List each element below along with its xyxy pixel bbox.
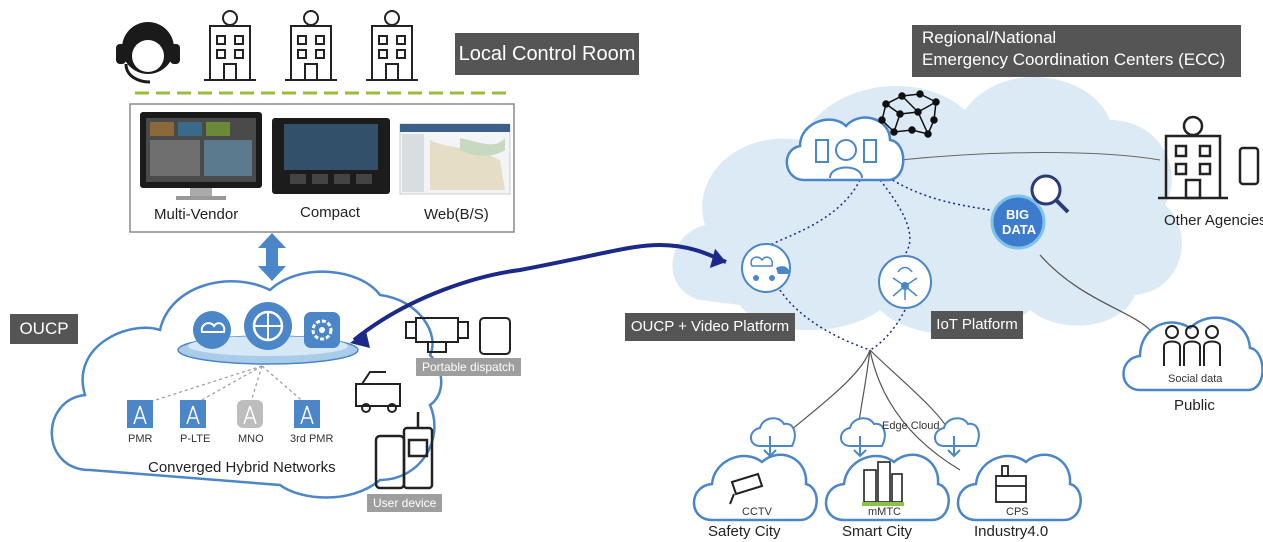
ecc-title-line1: Regional/National (922, 28, 1057, 47)
agency-building-icon (1158, 115, 1260, 200)
oucp-icons (193, 302, 340, 350)
iot-icon (878, 255, 932, 309)
network-plte-label: P-LTE (180, 433, 211, 445)
vehicle-icon (355, 371, 401, 413)
smart-city-label: Smart City (842, 523, 913, 540)
public-label: Public (1174, 397, 1215, 414)
client-multi-vendor-label: Multi-Vendor (154, 206, 239, 223)
compact-screen (272, 118, 390, 194)
client-compact-label: Compact (300, 204, 361, 221)
network-pmr-label: PMR (128, 433, 153, 445)
upload-cloud-icons (750, 417, 980, 458)
local-control-room-title: Local Control Room (455, 33, 639, 75)
agent-icon (116, 22, 180, 84)
portable-devices (405, 317, 511, 355)
multi-vendor-screen (140, 112, 262, 200)
web-screen (399, 123, 511, 195)
social-data-label: Social data (1168, 373, 1223, 385)
oucp-cloud (50, 270, 443, 499)
edge-mmtc-label: mMTC (868, 506, 901, 518)
iot-platform-label: IoT Platform (931, 311, 1023, 339)
command-cloud-icon (785, 116, 905, 182)
edge-cloud-industry (956, 453, 1082, 522)
edge-cps-label: CPS (1006, 506, 1029, 518)
user-device-label: User device (367, 494, 443, 512)
edge-cloud-safety (692, 453, 818, 522)
public-cloud (1122, 316, 1263, 392)
edge-cloud-label: Edge Cloud (882, 420, 940, 432)
people-icon (1163, 325, 1221, 366)
industry-label: Industry4.0 (974, 523, 1049, 540)
network-lines (139, 365, 308, 406)
portable-dispatch-label: Portable dispatch (416, 358, 521, 376)
network-3rd-pmr-label: 3rd PMR (290, 433, 334, 445)
ecc-title-line2: Emergency Coordination Centers (ECC) (922, 50, 1226, 69)
converged-networks-label: Converged Hybrid Networks (148, 459, 336, 476)
big-data-globe (990, 174, 1070, 250)
edge-cloud-smart (824, 453, 950, 522)
tower-icons (127, 400, 320, 428)
safety-city-label: Safety City (708, 523, 781, 540)
big-data-text-line1: BIG (1006, 207, 1030, 222)
double-arrow (258, 233, 286, 281)
building-icons (204, 10, 418, 81)
video-platform-icon (741, 243, 791, 293)
network-brain-icon (878, 90, 940, 138)
client-web-label: Web(B/S) (424, 206, 489, 223)
user-device-icons (374, 412, 434, 490)
oucp-title: OUCP (10, 314, 78, 344)
other-agencies-label: Other Agencies (1164, 212, 1263, 229)
video-platform-label: OUCP + Video Platform (625, 313, 795, 341)
big-data-text-line2: DATA (1002, 222, 1037, 237)
ecc-title: Regional/National Emergency Coordination… (912, 25, 1241, 77)
network-mno-label: MNO (238, 433, 264, 445)
edge-cctv-label: CCTV (742, 506, 772, 518)
connection-arrow (352, 242, 727, 342)
